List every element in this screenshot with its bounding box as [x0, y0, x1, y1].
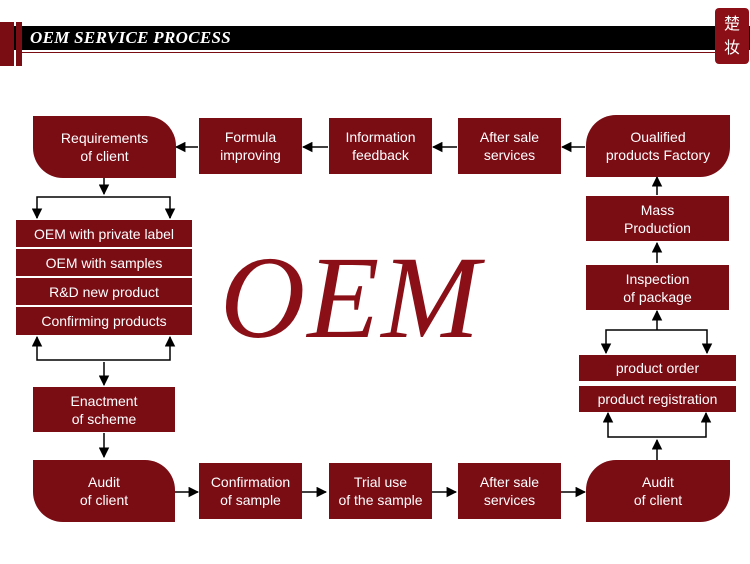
split-top-left — [36, 196, 171, 218]
header-accent-thin — [16, 22, 22, 66]
node-after-sale-services-top: After sale services — [458, 118, 561, 174]
node-product-registration: product registration — [579, 386, 736, 412]
split-bottom-right — [602, 411, 712, 438]
merge-bottom-left — [31, 335, 176, 361]
merge-top-right — [600, 329, 713, 355]
node-after-sale-services-bottom: After sale services — [458, 463, 561, 519]
node-confirmation-of-sample: Confirmation of sample — [199, 463, 302, 519]
node-trial-use-of-sample: Trial use of the sample — [329, 463, 432, 519]
node-audit-of-client-right: Audit of client — [586, 460, 730, 522]
node-enactment-of-scheme: Enactment of scheme — [33, 387, 175, 432]
node-requirements-of-client: Requirements of client — [33, 116, 176, 178]
center-oem-title: OEM — [220, 232, 482, 363]
node-inspection-of-package: Inspection of package — [586, 265, 729, 310]
node-confirming-products: Confirming products — [16, 307, 192, 335]
node-rd-new-product: R&D new product — [16, 278, 192, 306]
node-oem-with-samples: OEM with samples — [16, 249, 192, 277]
node-formula-improving: Formula improving — [199, 118, 302, 174]
header-accent — [0, 22, 14, 66]
page-title: OEM SERVICE PROCESS — [30, 28, 231, 47]
node-mass-production: Mass Production — [586, 196, 729, 241]
header-bar — [0, 26, 750, 50]
header-underline — [22, 52, 722, 53]
node-audit-of-client-left: Audit of client — [33, 460, 175, 522]
seal-char-2: 妆 — [723, 38, 740, 57]
node-qualified-products-factory: Oualified products Factory — [586, 115, 730, 177]
logo-seal: 楚 妆 — [715, 8, 749, 64]
node-information-feedback: Information feedback — [329, 118, 432, 174]
seal-char-1: 楚 — [723, 14, 740, 33]
node-product-order: product order — [579, 355, 736, 381]
node-oem-private-label: OEM with private label — [16, 220, 192, 248]
